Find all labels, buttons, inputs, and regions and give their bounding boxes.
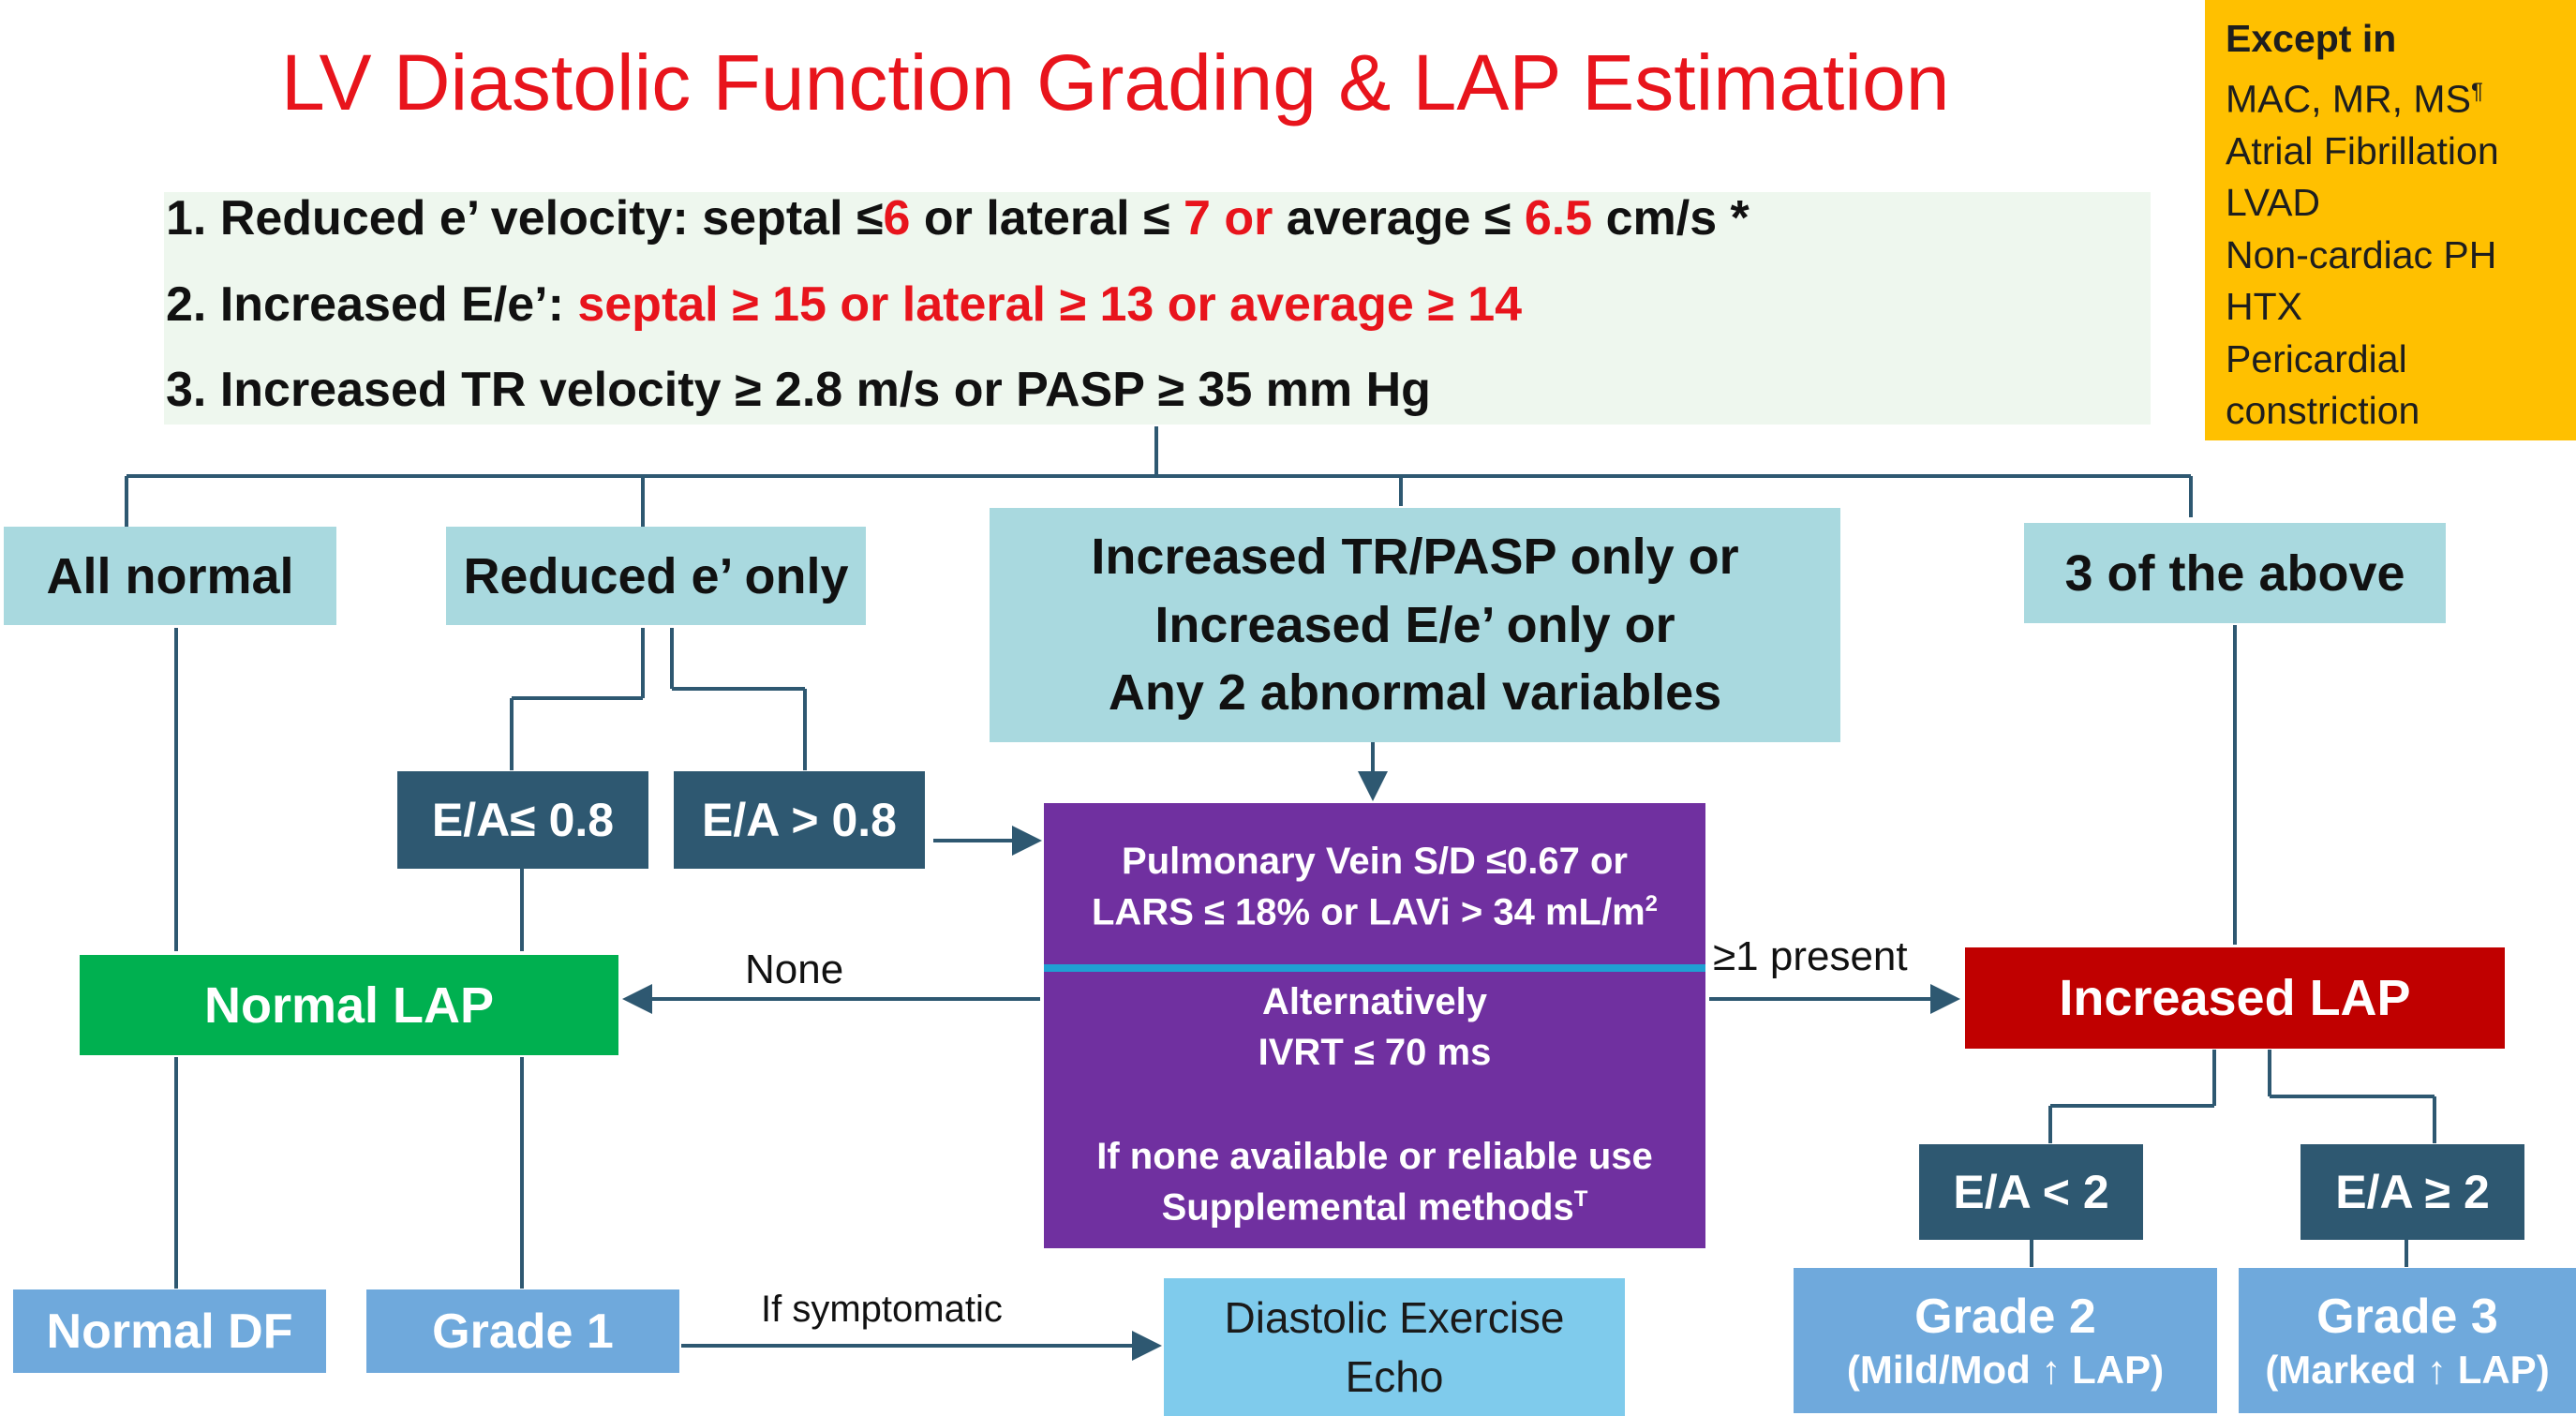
exception-item: Pericardial: [2226, 336, 2407, 380]
criterion-2: 2. Increased E/e’: septal ≥ 15 or latera…: [166, 277, 1523, 332]
pv-sd-text: Pulmonary Vein S/D ≤0.67 or: [1122, 841, 1628, 882]
exception-item: LVAD: [2226, 181, 2321, 225]
la-pressure-criteria-box: Pulmonary Vein S/D ≤0.67 or LARS ≤ 18% o…: [1044, 803, 1705, 1248]
exception-item: Non-cardiac PH: [2226, 232, 2497, 276]
supplemental-text: Supplemental methodsT: [1161, 1186, 1588, 1229]
criterion-1: 1. Reduced e’ velocity: septal ≤6 or lat…: [166, 191, 1750, 246]
lars-lavi-text: LARS ≤ 18% or LAVi > 34 mL/m2: [1091, 891, 1658, 933]
symptomatic-label: If symptomatic: [761, 1289, 1003, 1330]
page-title: LV Diastolic Function Grading & LAP Esti…: [281, 38, 1950, 127]
exception-item: constriction: [2226, 389, 2420, 433]
exception-item: HTX: [2226, 285, 2302, 329]
normal-lap-box: Normal LAP: [80, 955, 618, 1055]
all-normal-box: All normal: [4, 527, 336, 625]
present-label: ≥1 present: [1713, 933, 1908, 979]
ea-le-0.8-box: E/A≤ 0.8: [397, 771, 648, 869]
if-none-text: If none available or reliable use: [1096, 1136, 1653, 1177]
grade-1-box: Grade 1: [366, 1289, 679, 1373]
divider: [1044, 964, 1705, 972]
grade-2-box: Grade 2 (Mild/Mod ↑ LAP): [1794, 1268, 2217, 1413]
reduced-e-only-box: Reduced e’ only: [446, 527, 866, 625]
ea-gt-0.8-box: E/A > 0.8: [674, 771, 925, 869]
alternatively-text: Alternatively: [1261, 981, 1488, 1022]
normal-df-box: Normal DF: [13, 1289, 326, 1373]
three-of-above-box: 3 of the above: [2024, 523, 2446, 623]
criterion-3: 3. Increased TR velocity ≥ 2.8 m/s or PA…: [166, 363, 1431, 417]
criteria-panel: 1. Reduced e’ velocity: septal ≤6 or lat…: [164, 191, 2151, 425]
none-label: None: [745, 946, 844, 992]
increased-lap-box: Increased LAP: [1965, 947, 2505, 1049]
exceptions-header: Except in: [2226, 17, 2397, 60]
ea-ge-2-box: E/A ≥ 2: [2301, 1144, 2524, 1240]
ivrt-text: IVRT ≤ 70 ms: [1258, 1032, 1492, 1073]
exceptions-box: Except in MAC, MR, MS¶ Atrial Fibrillati…: [2205, 0, 2576, 440]
ea-lt-2-box: E/A < 2: [1919, 1144, 2143, 1240]
exception-item: MAC, MR, MS¶: [2226, 77, 2483, 121]
diastolic-exercise-echo-box: Diastolic Exercise Echo: [1164, 1278, 1625, 1416]
exception-item: Atrial Fibrillation: [2226, 128, 2499, 172]
grade-3-box: Grade 3 (Marked ↑ LAP): [2239, 1268, 2576, 1413]
increased-variables-box: Increased TR/PASP only or Increased E/e’…: [990, 508, 1840, 742]
